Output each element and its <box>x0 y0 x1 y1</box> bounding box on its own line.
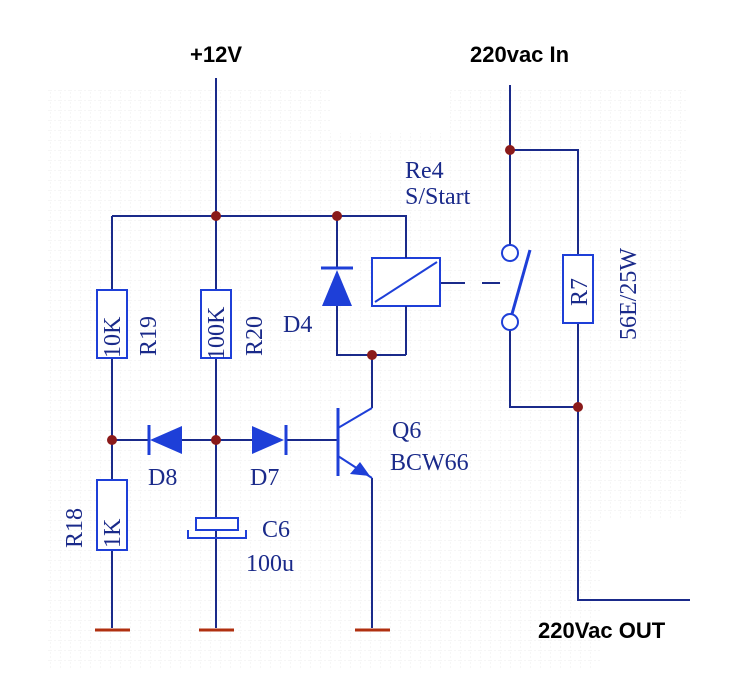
r18-resistor <box>96 479 128 551</box>
ac-out-label: 220Vac OUT <box>538 618 666 643</box>
r20-ref-label: R20 <box>242 316 268 356</box>
r18-value-label: 1K <box>100 518 126 548</box>
relay-coil-symbol <box>371 240 441 310</box>
sheet-grid <box>48 88 688 670</box>
c6-value-label: 100u <box>246 551 294 577</box>
d8-ref-label: D8 <box>148 465 177 491</box>
q6-ref-label: Q6 <box>392 418 421 444</box>
supply-label: +12V <box>190 42 242 67</box>
r19-resistor <box>96 289 128 359</box>
relay-ref-label: Re4 <box>405 158 444 184</box>
r20-value-label: 100K <box>204 306 230 360</box>
relay-name-label: S/Start <box>405 184 471 210</box>
relay-contact-symbol <box>501 244 532 331</box>
r7-ref-label: R7 <box>567 278 593 306</box>
junction-nodes <box>107 145 583 445</box>
r19-ref-label: R19 <box>136 316 162 356</box>
r7-resistor <box>562 254 594 324</box>
wires <box>111 78 690 628</box>
r18-ref-label: R18 <box>62 508 88 548</box>
d4-ref-label: D4 <box>283 312 312 338</box>
c6-capacitor-symbol <box>187 517 247 539</box>
d4-diode-symbol <box>321 266 353 306</box>
r20-resistor <box>200 289 232 359</box>
q6-emitter-arrow <box>350 462 370 476</box>
q6-part-label: BCW66 <box>390 450 469 476</box>
r19-value-label: 10K <box>100 316 126 358</box>
d7-diode-symbol <box>252 425 288 455</box>
ac-in-label: 220vac In <box>470 42 569 67</box>
d8-diode-symbol <box>147 425 182 455</box>
r7-value-label: 56E/25W <box>616 248 642 340</box>
d7-ref-label: D7 <box>250 465 279 491</box>
c6-ref-label: C6 <box>262 517 290 543</box>
